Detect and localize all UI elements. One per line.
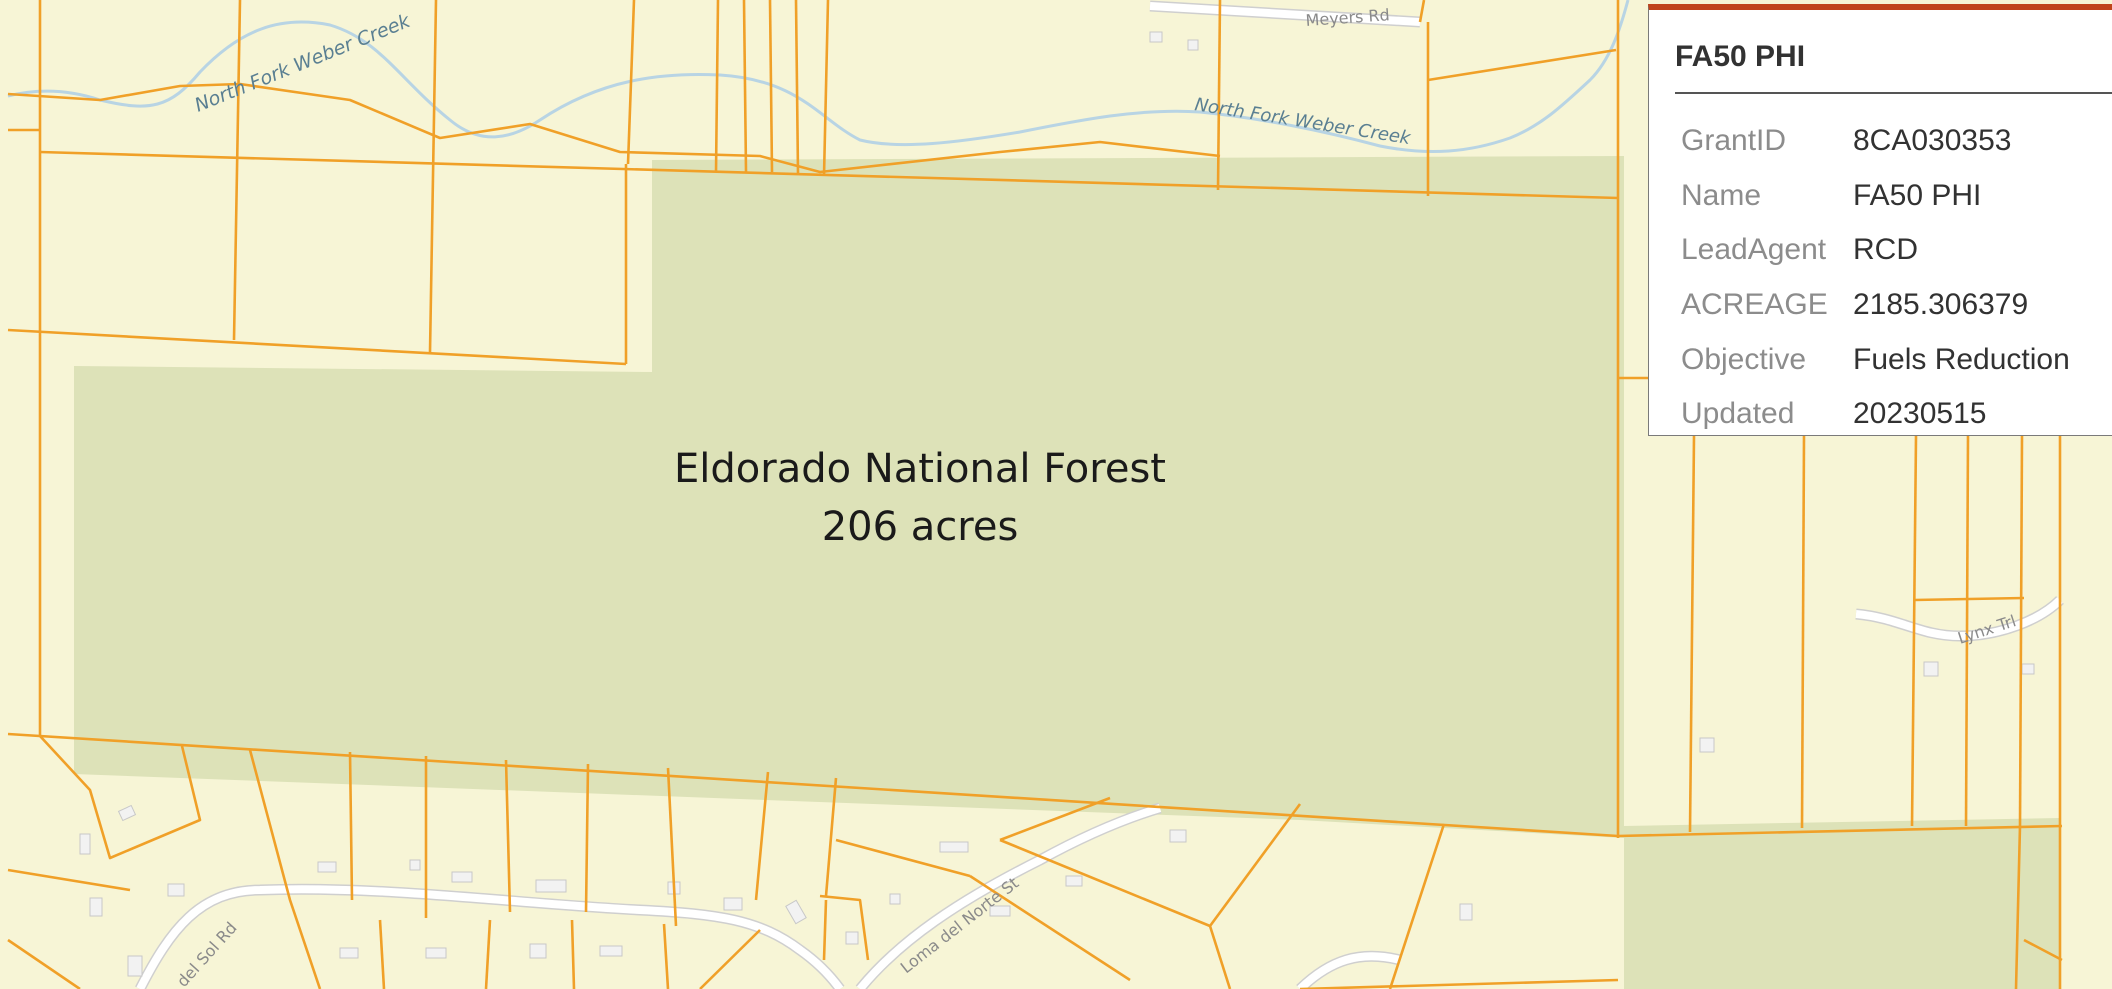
creek [7, 0, 1630, 153]
attribute-row-grantid: GrantID 8CA030353 [1675, 114, 2070, 169]
attribute-key: Updated [1681, 397, 1795, 431]
attribute-row-updated: Updated 20230515 [1675, 387, 2070, 442]
feature-popup[interactable]: FA50 PHI GrantID 8CA030353 Name FA50 PHI… [1648, 4, 2112, 436]
attribute-row-name: Name FA50 PHI [1675, 169, 2070, 224]
popup-divider [1675, 92, 2112, 94]
attribute-row-leadagent: LeadAgent RCD [1675, 223, 2070, 278]
buildings [79, 31, 2035, 977]
popup-title: FA50 PHI [1675, 40, 1806, 73]
attribute-key: Name [1681, 178, 1762, 212]
roads [135, 0, 2064, 989]
parcel-lines [7, 0, 2063, 989]
attribute-value: 8CA030353 [1853, 124, 2012, 158]
popup-attribute-table: GrantID 8CA030353 Name FA50 PHI LeadAgen… [1675, 114, 2070, 442]
attribute-key: GrantID [1681, 124, 1787, 158]
attribute-row-acreage: ACREAGE 2185.306379 [1675, 278, 2070, 333]
forest-acreage: 206 acres [821, 504, 1019, 550]
attribute-value: RCD [1853, 233, 1918, 267]
attribute-key: Objective [1681, 342, 1807, 376]
attribute-value: Fuels Reduction [1853, 342, 2070, 376]
attribute-key: ACREAGE [1681, 288, 1828, 322]
attribute-value: 2185.306379 [1853, 288, 2029, 322]
forest-area-label: Eldorado National Forest 206 acres [540, 440, 1300, 556]
forest-area-southeast[interactable] [1624, 818, 2060, 989]
attribute-row-objective: Objective Fuels Reduction [1675, 332, 2070, 387]
attribute-value: FA50 PHI [1853, 178, 1982, 212]
forest-area-main[interactable] [74, 156, 1624, 838]
forest-name: Eldorado National Forest [674, 446, 1166, 492]
attribute-value: 20230515 [1853, 397, 1987, 431]
attribute-key: LeadAgent [1681, 233, 1827, 267]
